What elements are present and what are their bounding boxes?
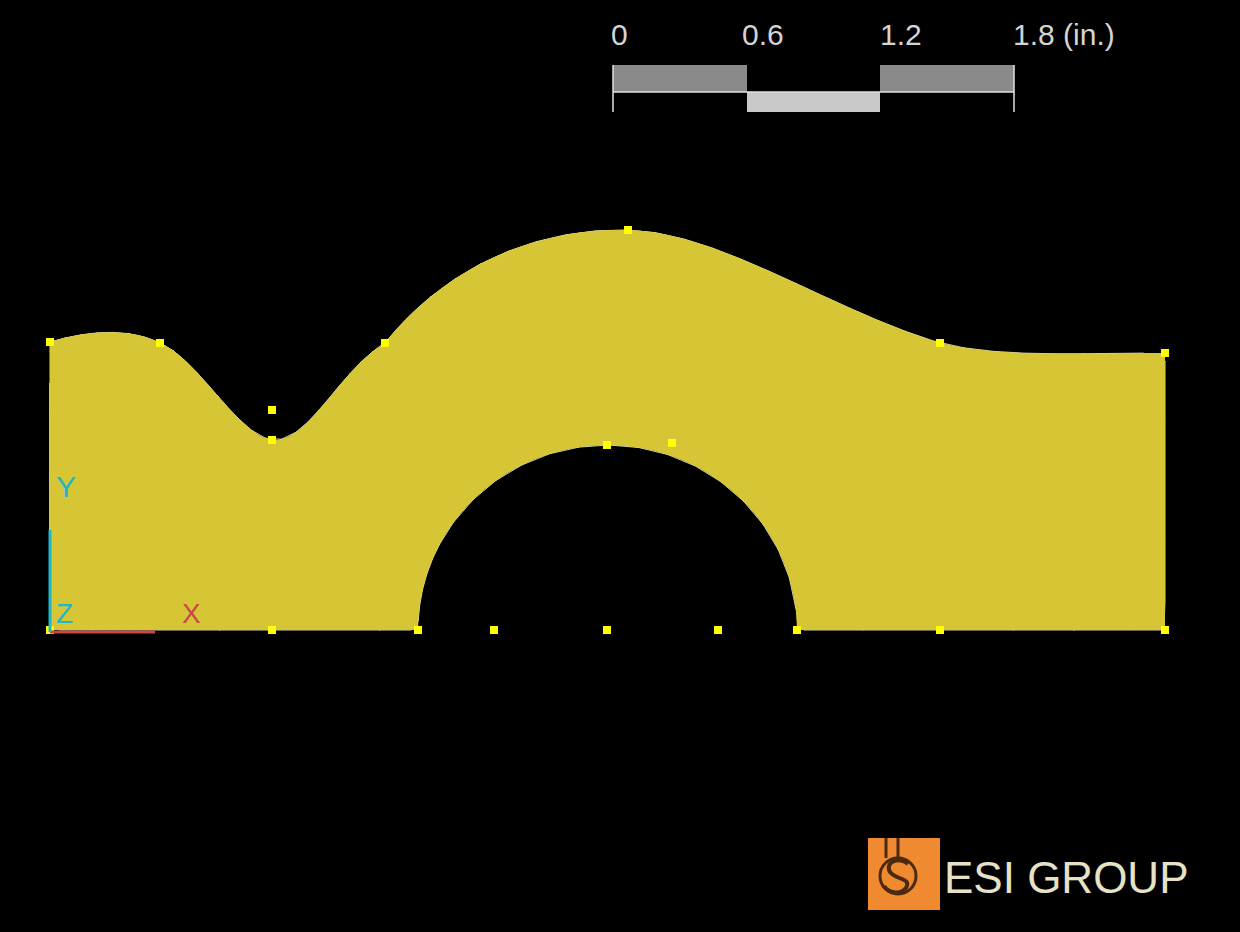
key-point xyxy=(668,439,676,447)
axis-label-box: Y xyxy=(54,472,78,502)
scale-segment xyxy=(747,92,880,112)
triangle-mesh xyxy=(50,230,1165,630)
scale-tick xyxy=(612,65,614,112)
key-point xyxy=(490,626,498,634)
key-points xyxy=(46,226,1169,634)
key-point xyxy=(714,626,722,634)
logo-circle xyxy=(880,858,916,894)
key-point xyxy=(603,626,611,634)
key-point xyxy=(1161,626,1169,634)
key-point xyxy=(414,626,422,634)
axis-label: Y xyxy=(54,470,78,503)
key-point xyxy=(268,436,276,444)
company-logo xyxy=(868,838,940,910)
logo-bar xyxy=(897,838,900,858)
key-point xyxy=(936,339,944,347)
key-point xyxy=(381,339,389,347)
key-point xyxy=(268,406,276,414)
y-axis xyxy=(49,530,52,632)
axis-label-box: X xyxy=(180,600,203,628)
key-point xyxy=(603,441,611,449)
axis-label: X xyxy=(180,598,203,629)
scale-bar xyxy=(613,65,1014,112)
scale-value: 0.6 xyxy=(742,18,784,51)
part-outline xyxy=(50,230,1165,630)
key-point xyxy=(156,339,164,347)
logo-s xyxy=(884,860,908,892)
key-point xyxy=(793,626,801,634)
logo-bar xyxy=(885,838,888,858)
scale-tick xyxy=(1013,65,1015,112)
scale-value: 1.2 xyxy=(880,18,922,51)
scale-segment xyxy=(613,65,747,92)
scale-value-box: 1.2 xyxy=(880,20,922,50)
part-region xyxy=(50,230,1165,630)
company-name-box: ESI GROUP xyxy=(944,856,1189,900)
scale-value-box: 0.6 xyxy=(742,20,784,50)
logo-square xyxy=(868,838,940,910)
scale-value: 0 xyxy=(611,18,628,51)
x-axis xyxy=(50,631,155,634)
key-point xyxy=(936,626,944,634)
scale-value-box: 1.8 (in.) xyxy=(1013,20,1115,50)
key-point xyxy=(268,626,276,634)
scale-value: 1.8 (in.) xyxy=(1013,18,1115,51)
company-name: ESI GROUP xyxy=(944,853,1189,902)
key-point xyxy=(46,338,54,346)
scale-value-box: 0 xyxy=(611,20,628,50)
key-point xyxy=(1161,349,1169,357)
axis-label-box: Z xyxy=(54,600,75,628)
axis-label: Z xyxy=(54,598,75,629)
scale-line xyxy=(613,91,1014,93)
key-point xyxy=(624,226,632,234)
scale-segment xyxy=(880,65,1014,92)
